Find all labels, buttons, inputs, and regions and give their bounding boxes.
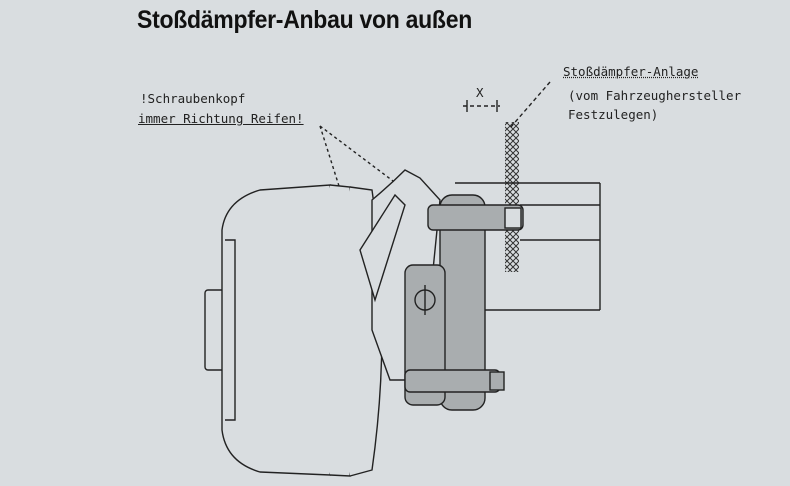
brake-chamber <box>204 184 383 477</box>
dimension-x-label: X <box>476 85 484 100</box>
bolt-upper <box>504 207 522 229</box>
dimension-x <box>463 100 500 112</box>
damper-note-line2: (vom Fahrzeughersteller <box>568 88 742 103</box>
damper-note-line3: Festzulegen) <box>568 107 659 122</box>
damper-leader-line <box>509 81 551 129</box>
damper-contact-surface <box>505 122 519 272</box>
axle-beam <box>455 182 601 311</box>
screw-note-line1: !Schraubenkopf <box>140 91 246 106</box>
diagram-title: Stoßdämpfer-Anbau von außen <box>137 6 473 34</box>
bolt-lower <box>489 371 505 391</box>
damper-note-line1: Stoßdämpfer-Anlage <box>563 64 699 79</box>
shock-absorber <box>404 194 524 411</box>
screw-note-line2: immer Richtung Reifen! <box>138 111 304 126</box>
screw-leader-line <box>319 125 406 191</box>
